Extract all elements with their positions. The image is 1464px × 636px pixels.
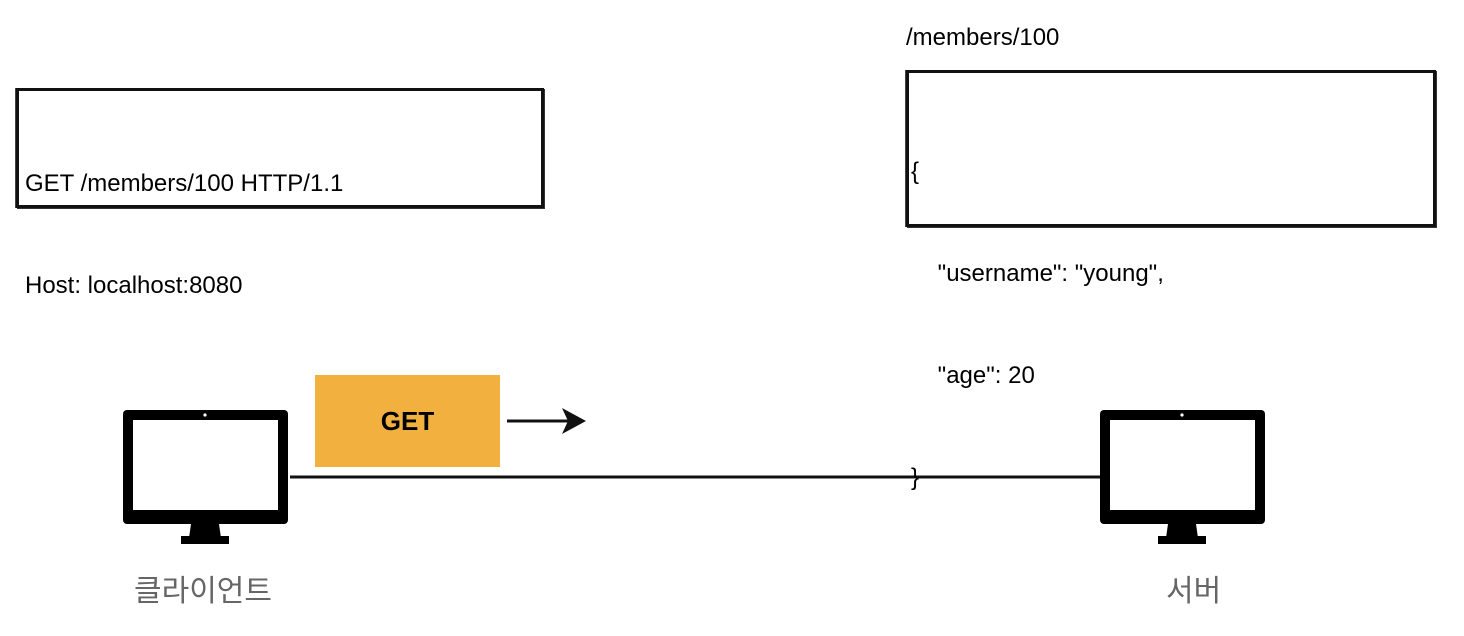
request-host-header: Host: localhost:8080 — [25, 272, 243, 299]
server-label: 서버 — [1166, 574, 1222, 609]
response-resource-path: /members/100 — [906, 24, 1060, 51]
request-arrow-head — [562, 408, 586, 434]
json-response-box: { "username": "young", "age": 20 } — [906, 70, 1436, 491]
json-username-line: "username": "young", — [911, 260, 1164, 287]
client-monitor-icon — [123, 410, 288, 544]
server-monitor-icon — [1100, 410, 1265, 544]
request-line: GET /members/100 HTTP/1.1 — [25, 170, 344, 197]
json-age-line: "age": 20 — [911, 362, 1035, 389]
client-label: 클라이언트 — [134, 574, 272, 609]
json-open-brace: { — [911, 158, 920, 185]
get-method-badge: GET — [315, 375, 500, 467]
http-request-text: GET /members/100 HTTP/1.1 Host: localhos… — [25, 99, 343, 371]
http-request-box: GET /members/100 HTTP/1.1 Host: localhos… — [16, 88, 544, 299]
json-close-brace: } — [911, 464, 920, 491]
json-response-text: { "username": "young", "age": 20 } — [911, 87, 1164, 563]
get-method-label: GET — [380, 405, 435, 436]
